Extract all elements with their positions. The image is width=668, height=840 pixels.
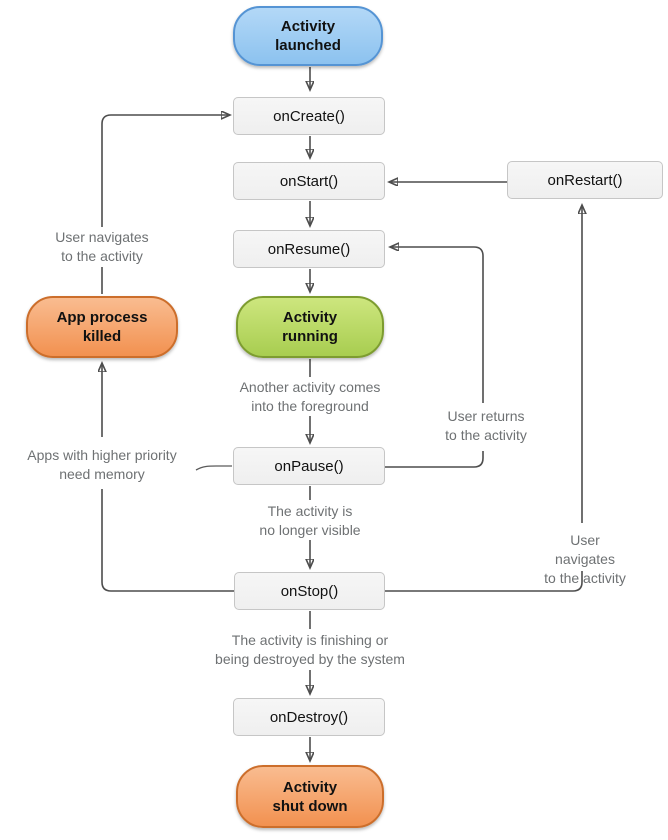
annotation-user-returns: User returns to the activity xyxy=(445,408,527,443)
annotation-another-activity-foreground: Another activity comes into the foregrou… xyxy=(239,379,381,414)
annotation-finishing-or-destroyed: The activity is finishing or being destr… xyxy=(215,632,405,667)
annotation-user-navigates-left: User navigates to the activity xyxy=(55,229,149,264)
annotation-apps-higher-priority: Apps with higher priority need memory xyxy=(27,447,177,482)
node-onstart: onStart() xyxy=(233,162,385,200)
node-onstop: onStop() xyxy=(234,572,385,610)
node-onpause: onPause() xyxy=(233,447,385,485)
leader-apps-priority xyxy=(195,465,232,471)
node-activity-running: Activity running xyxy=(236,296,384,358)
node-activity-launched: Activity launched xyxy=(233,6,383,66)
edge-killed-to-oncreate xyxy=(101,115,229,227)
node-onrestart: onRestart() xyxy=(507,161,663,199)
node-onresume: onResume() xyxy=(233,230,385,268)
node-app-process-killed: App process killed xyxy=(26,296,178,358)
node-activity-shut-down: Activity shut down xyxy=(236,765,384,828)
edge-onpause-right-segment xyxy=(385,451,484,468)
annotation-no-longer-visible: The activity is no longer visible xyxy=(259,503,361,538)
edge-onstop-left-segment xyxy=(101,489,234,592)
edge-onpause-to-onresume xyxy=(391,247,484,403)
node-ondestroy: onDestroy() xyxy=(233,698,385,736)
annotation-user-navigates-right: User navigates to the activity xyxy=(544,532,626,586)
node-oncreate: onCreate() xyxy=(233,97,385,135)
edge-onstop-right-segment xyxy=(385,571,583,592)
